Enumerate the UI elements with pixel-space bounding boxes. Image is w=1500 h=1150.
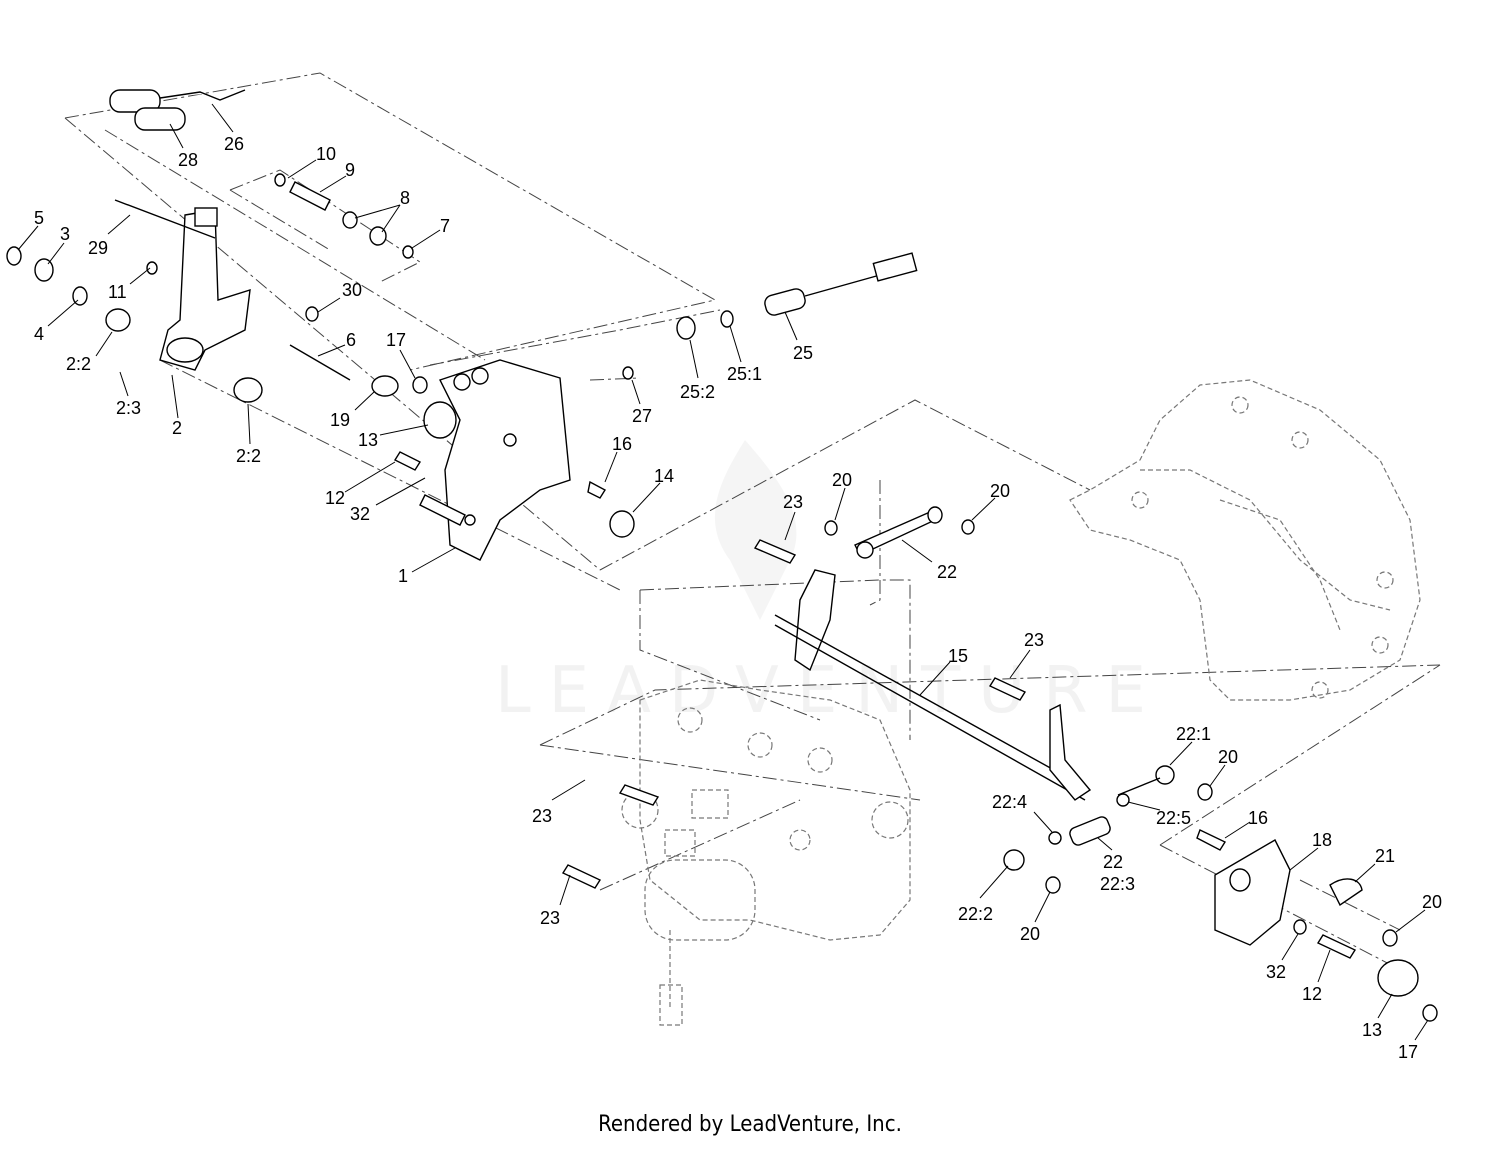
callout-30: 30	[342, 280, 362, 300]
callout-11: 11	[108, 282, 127, 302]
callout-2-3: 2:3	[116, 398, 141, 418]
callout-17-lower: 17	[1398, 1042, 1418, 1062]
callout-25: 25	[793, 343, 813, 363]
hardware-upper	[6, 173, 414, 403]
linkage-parts	[561, 506, 1092, 889]
callout-22-lower: 22	[1103, 852, 1123, 872]
callout-10: 10	[316, 144, 336, 164]
callout-16-lower: 16	[1248, 808, 1268, 828]
transmission-housing	[1069, 379, 1421, 701]
callout-20-c: 20	[1218, 747, 1238, 767]
callout-20-d: 20	[1422, 892, 1442, 912]
callout-17-upper: 17	[386, 330, 406, 350]
callout-2-2-lower: 2:2	[236, 446, 261, 466]
callout-18: 18	[1312, 830, 1332, 850]
hydro-pump	[621, 679, 911, 1026]
phantom-lines	[64, 72, 1441, 981]
watermark-text: LEADVENTURE	[495, 654, 1164, 728]
callout-2-2-upper: 2:2	[66, 354, 91, 374]
rod-end-parts	[1003, 765, 1213, 894]
callout-9: 9	[345, 160, 355, 180]
leader-lines	[17, 103, 1429, 1041]
callout-5: 5	[34, 208, 44, 228]
callout-13-upper: 13	[358, 430, 378, 450]
callout-19: 19	[330, 410, 350, 430]
callout-23-a: 23	[783, 492, 803, 512]
callout-7: 7	[440, 216, 450, 236]
callout-4: 4	[34, 324, 44, 344]
callout-20-e: 20	[1020, 924, 1040, 944]
callout-12-lower: 12	[1302, 984, 1322, 1004]
callout-20-a: 20	[832, 470, 852, 490]
callout-32-upper: 32	[350, 504, 370, 524]
footer-credit: Rendered by LeadVenture, Inc.	[598, 1112, 902, 1137]
callout-25-2: 25:2	[680, 382, 715, 402]
callout-16-upper: 16	[612, 434, 632, 454]
callout-26: 26	[224, 134, 244, 154]
lower-bracket-parts	[1196, 829, 1438, 1022]
callout-13-lower: 13	[1362, 1020, 1382, 1040]
callout-8: 8	[400, 188, 410, 208]
callout-23-c: 23	[532, 806, 552, 826]
callout-29: 29	[88, 238, 108, 258]
callout-labels: 26 28 10 9 8 7 5 3 29 11 30 4 2:2 2:3 2 …	[34, 134, 1442, 1062]
callout-23-b: 23	[1024, 630, 1044, 650]
callout-15: 15	[948, 646, 968, 666]
callout-22-4: 22:4	[992, 792, 1027, 812]
callout-22-upper: 22	[937, 562, 957, 582]
callout-21: 21	[1375, 846, 1395, 866]
callout-6: 6	[346, 330, 356, 350]
callout-22-3: 22:3	[1100, 874, 1135, 894]
sensor-cable	[676, 252, 918, 340]
callout-14: 14	[654, 466, 674, 486]
callout-22-5: 22:5	[1156, 808, 1191, 828]
control-arm	[159, 207, 251, 371]
callout-22-2: 22:2	[958, 904, 993, 924]
watermark-logo: LEADVENTURE	[495, 440, 1164, 728]
callout-20-b: 20	[990, 481, 1010, 501]
callout-3: 3	[60, 224, 70, 244]
callout-28: 28	[178, 150, 198, 170]
mounting-plate	[393, 359, 635, 561]
callout-23-d: 23	[540, 908, 560, 928]
springs	[109, 89, 246, 131]
callout-1: 1	[398, 566, 408, 586]
callout-25-1: 25:1	[727, 364, 762, 384]
callout-2: 2	[172, 418, 182, 438]
callout-32-lower: 32	[1266, 962, 1286, 982]
callout-12-upper: 12	[325, 488, 345, 508]
callout-22-1: 22:1	[1176, 724, 1211, 744]
callout-27: 27	[632, 406, 652, 426]
